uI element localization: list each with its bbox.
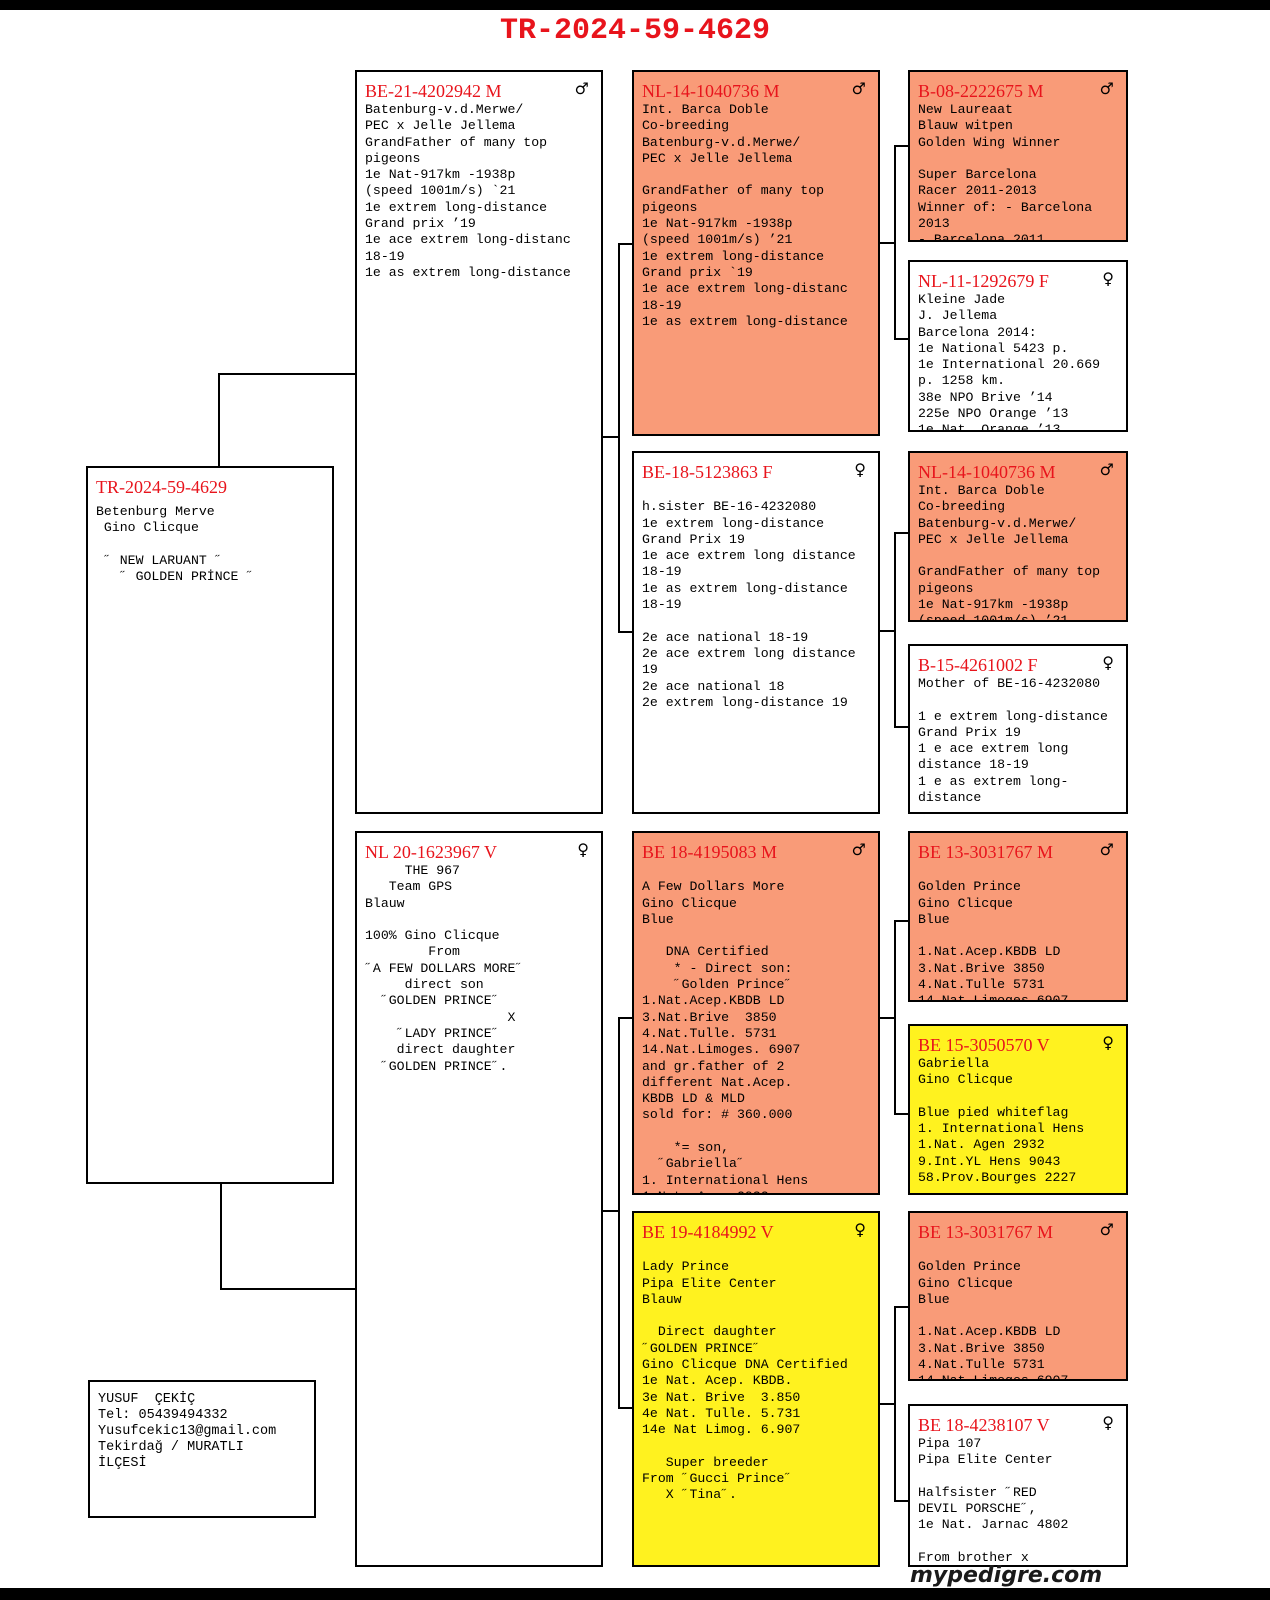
ring-number: BE 13-3031767 M — [918, 842, 1053, 862]
sire-sire-sire-card[interactable]: B-08-2222675 M ♂ New Laureaat Blauw witp… — [908, 70, 1128, 242]
owner-info: YUSUF ÇEKİÇ Tel: 05439494332 Yusufcekic1… — [98, 1392, 277, 1471]
female-icon: ♀ — [1102, 269, 1114, 288]
connector-line — [894, 145, 896, 340]
connector-line — [894, 1113, 908, 1115]
connector-line — [894, 920, 908, 922]
connector-line — [618, 1017, 620, 1409]
connector-line — [894, 532, 908, 534]
male-icon: ♂ — [851, 840, 866, 859]
female-icon: ♀ — [1102, 1033, 1114, 1052]
pigeon-info: Lady Prince Pipa Elite Center Blauw Dire… — [642, 1259, 848, 1503]
connector-line — [894, 1306, 896, 1502]
ring-number: NL 20-1623967 V — [365, 842, 497, 862]
connector-line — [878, 1403, 896, 1405]
connector-line — [618, 243, 632, 245]
male-icon: ♂ — [851, 79, 866, 98]
pigeon-info: Betenburg Merve Gino Clicque ˝ NEW LARUA… — [96, 504, 255, 585]
dam-dam-dam-card[interactable]: BE 18-4238107 V ♀ Pipa 107 Pipa Elite Ce… — [908, 1404, 1128, 1567]
connector-line — [218, 373, 220, 467]
female-icon: ♀ — [577, 840, 589, 859]
ring-number: BE 18-4195083 M — [642, 842, 777, 862]
male-icon: ♂ — [1099, 79, 1114, 98]
pigeon-info: Int. Barca Doble Co-breeding Batenburg-v… — [918, 483, 1101, 622]
male-icon: ♂ — [574, 79, 589, 98]
pigeon-info: Gabriella Gino Clicque Blue pied whitefl… — [918, 1056, 1085, 1186]
connector-line — [878, 630, 896, 632]
dam-sire-dam-card[interactable]: BE 15-3050570 V ♀ Gabriella Gino Clicque… — [908, 1024, 1128, 1195]
connector-line — [894, 726, 908, 728]
pigeon-info: Golden Prince Gino Clicque Blue 1.Nat.Ac… — [918, 879, 1069, 1002]
male-icon: ♂ — [1099, 1220, 1114, 1239]
dam-sire-sire-card[interactable]: BE 13-3031767 M ♂ Golden Prince Gino Cli… — [908, 831, 1128, 1002]
female-icon: ♀ — [854, 460, 866, 479]
sire-sire-dam-card[interactable]: NL-11-1292679 F ♀ Kleine Jade J. Jellema… — [908, 260, 1128, 432]
ring-number: NL-11-1292679 F — [918, 271, 1049, 291]
connector-line — [894, 1306, 908, 1308]
ring-number: BE 19-4184992 V — [642, 1222, 774, 1242]
connector-line — [220, 1288, 356, 1290]
sire-dam-card[interactable]: BE-18-5123863 F ♀ h.sister BE-16-4232080… — [632, 451, 880, 814]
connector-line — [878, 242, 896, 244]
ring-number: NL-14-1040736 M — [918, 462, 1056, 482]
connector-line — [220, 1184, 222, 1290]
ring-number: BE 13-3031767 M — [918, 1222, 1053, 1242]
ring-number: BE 15-3050570 V — [918, 1035, 1050, 1055]
dam-sire-card[interactable]: BE 18-4195083 M ♂ A Few Dollars More Gin… — [632, 831, 880, 1195]
pigeon-info: Int. Barca Doble Co-breeding Batenburg-v… — [642, 102, 848, 329]
top-border — [0, 0, 1270, 10]
pigeon-info: Batenburg-v.d.Merwe/ PEC x Jelle Jellema… — [365, 102, 571, 280]
bottom-border — [0, 1588, 1270, 1600]
connector-line — [894, 145, 908, 147]
ring-number: NL-14-1040736 M — [642, 81, 780, 101]
pigeon-info: Golden Prince Gino Clicque Blue 1.Nat.Ac… — [918, 1259, 1069, 1381]
ring-number: B-15-4261002 F — [918, 655, 1038, 675]
pigeon-info: New Laureaat Blauw witpen Golden Wing Wi… — [918, 102, 1093, 242]
connector-line — [602, 436, 620, 438]
connector-line — [618, 631, 632, 633]
connector-line — [618, 243, 620, 633]
footer-logo[interactable]: mypedigre.com — [910, 1563, 1103, 1588]
dam-dam-card[interactable]: BE 19-4184992 V ♀ Lady Prince Pipa Elite… — [632, 1211, 880, 1567]
pigeon-info: A Few Dollars More Gino Clicque Blue DNA… — [642, 879, 809, 1193]
dam-card[interactable]: NL 20-1623967 V ♀ THE 967 Team GPS Blauw… — [355, 831, 603, 1567]
connector-line — [602, 1210, 620, 1212]
subject-pigeon-card[interactable]: TR-2024-59-4629 Betenburg Merve Gino Cli… — [86, 466, 334, 1184]
pigeon-info: Mother of BE-16-4232080 1 e extrem long-… — [918, 676, 1108, 806]
connector-line — [894, 532, 896, 728]
pigeon-info: Pipa 107 Pipa Elite Center Halfsister ˝R… — [918, 1436, 1069, 1566]
connector-line — [618, 1407, 632, 1409]
connector-line — [894, 1500, 908, 1502]
page-title: TR-2024-59-4629 — [499, 14, 771, 48]
sire-card[interactable]: BE-21-4202942 M ♂ Batenburg-v.d.Merwe/ P… — [355, 70, 603, 814]
pigeon-info: h.sister BE-16-4232080 1e extrem long-di… — [642, 499, 856, 710]
ring-number: B-08-2222675 M — [918, 81, 1044, 101]
pigeon-info: THE 967 Team GPS Blauw 100% Gino Clicque… — [365, 863, 524, 1074]
connector-line — [878, 1017, 896, 1019]
dam-dam-sire-card[interactable]: BE 13-3031767 M ♂ Golden Prince Gino Cli… — [908, 1211, 1128, 1381]
connector-line — [218, 373, 356, 375]
male-icon: ♂ — [1099, 460, 1114, 479]
female-icon: ♀ — [1102, 1413, 1114, 1432]
connector-line — [894, 338, 908, 340]
connector-line — [618, 1017, 632, 1019]
sire-sire-card[interactable]: NL-14-1040736 M ♂ Int. Barca Doble Co-br… — [632, 70, 880, 436]
female-icon: ♀ — [1102, 653, 1114, 672]
sire-dam-dam-card[interactable]: B-15-4261002 F ♀ Mother of BE-16-4232080… — [908, 644, 1128, 814]
pigeon-info: Kleine Jade J. Jellema Barcelona 2014: 1… — [918, 292, 1101, 432]
ring-number: BE-21-4202942 M — [365, 81, 502, 101]
owner-contact-card: YUSUF ÇEKİÇ Tel: 05439494332 Yusufcekic1… — [88, 1380, 316, 1518]
ring-number: BE 18-4238107 V — [918, 1415, 1050, 1435]
ring-number: TR-2024-59-4629 — [96, 477, 227, 497]
connector-line — [894, 920, 896, 1115]
ring-number: BE-18-5123863 F — [642, 462, 773, 482]
male-icon: ♂ — [1099, 840, 1114, 859]
female-icon: ♀ — [854, 1220, 866, 1239]
sire-dam-sire-card[interactable]: NL-14-1040736 M ♂ Int. Barca Doble Co-br… — [908, 451, 1128, 622]
